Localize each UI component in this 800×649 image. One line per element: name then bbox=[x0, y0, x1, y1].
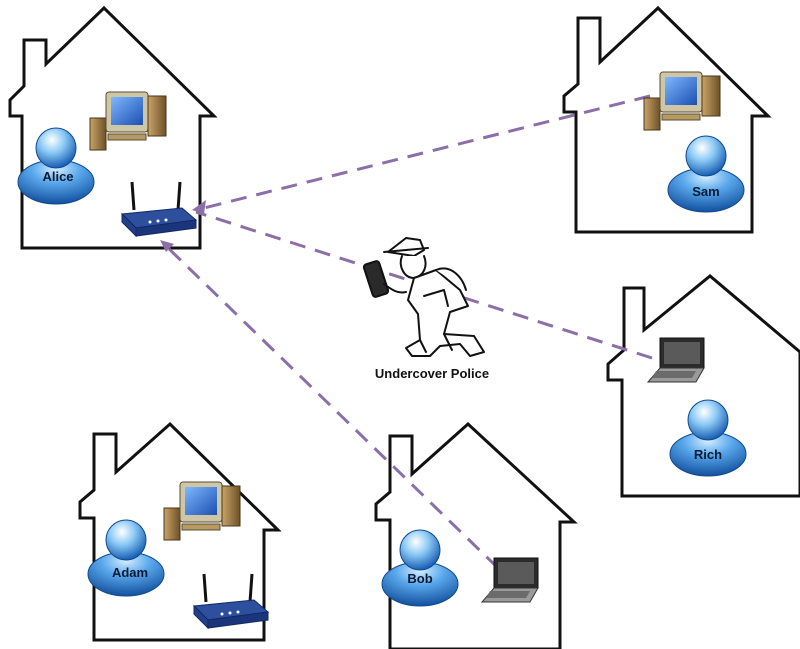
person-icon bbox=[667, 135, 745, 213]
desktop-computer-icon bbox=[89, 91, 167, 151]
arrowhead-router-lower bbox=[160, 240, 174, 252]
house-rich bbox=[606, 274, 800, 498]
laptop-icon bbox=[481, 557, 539, 603]
house-bob bbox=[374, 421, 578, 649]
link-sam-to-alice-router bbox=[195, 94, 651, 212]
detective-icon bbox=[362, 237, 485, 357]
house-alice bbox=[8, 5, 218, 250]
person-label-bob: Bob bbox=[407, 571, 432, 586]
desktop-computer-icon bbox=[643, 71, 721, 131]
person-icon bbox=[87, 519, 165, 597]
wireless-router-icon bbox=[192, 572, 270, 630]
person-icon bbox=[669, 399, 747, 477]
laptop-icon bbox=[647, 337, 705, 383]
arrowhead-router-upper bbox=[192, 200, 206, 214]
house-adam bbox=[78, 421, 282, 642]
house-sam bbox=[562, 5, 772, 234]
person-label-alice: Alice bbox=[42, 169, 73, 184]
person-icon bbox=[17, 127, 95, 205]
person-label-adam: Adam bbox=[112, 565, 148, 580]
desktop-computer-icon bbox=[163, 481, 241, 541]
person-icon bbox=[381, 529, 459, 607]
detective-caption: Undercover Police bbox=[375, 366, 489, 381]
person-label-rich: Rich bbox=[694, 447, 722, 462]
person-label-sam: Sam bbox=[692, 184, 719, 199]
wireless-router-icon bbox=[120, 180, 198, 238]
